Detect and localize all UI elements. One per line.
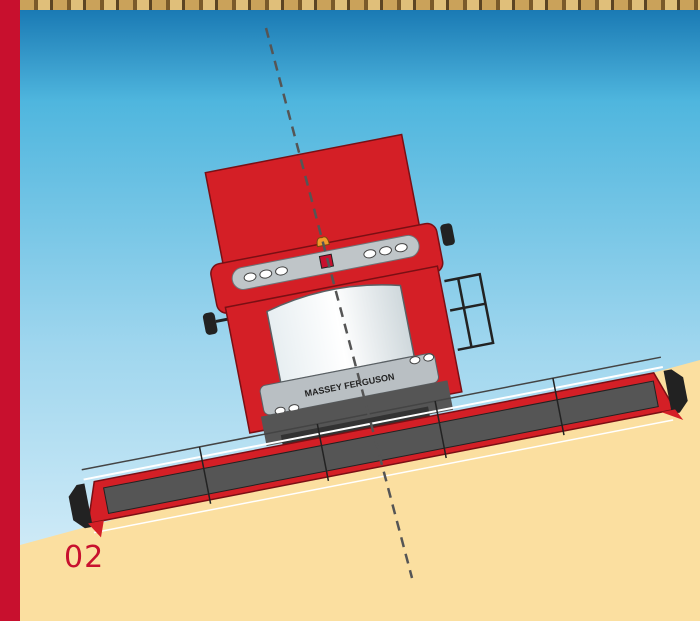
mf-logo (318, 253, 335, 269)
vertical-axis-dashed-line (264, 27, 414, 579)
cutter-header (68, 356, 688, 538)
windshield (266, 284, 416, 384)
chassis (260, 380, 454, 447)
right-mirror (440, 223, 455, 246)
combine-harvester: MASSEY FERGUSON (68, 133, 688, 538)
combine-on-slope-illustration: MASSEY FERGUSON (20, 10, 700, 621)
illustration-scene: MASSEY FERGUSON (20, 10, 700, 621)
left-accent-bar (0, 0, 20, 621)
cab-ladder-railing (444, 272, 495, 352)
step-number: 02 (64, 540, 105, 575)
left-mirror (202, 312, 218, 335)
wheat-photo-strip (20, 0, 700, 10)
